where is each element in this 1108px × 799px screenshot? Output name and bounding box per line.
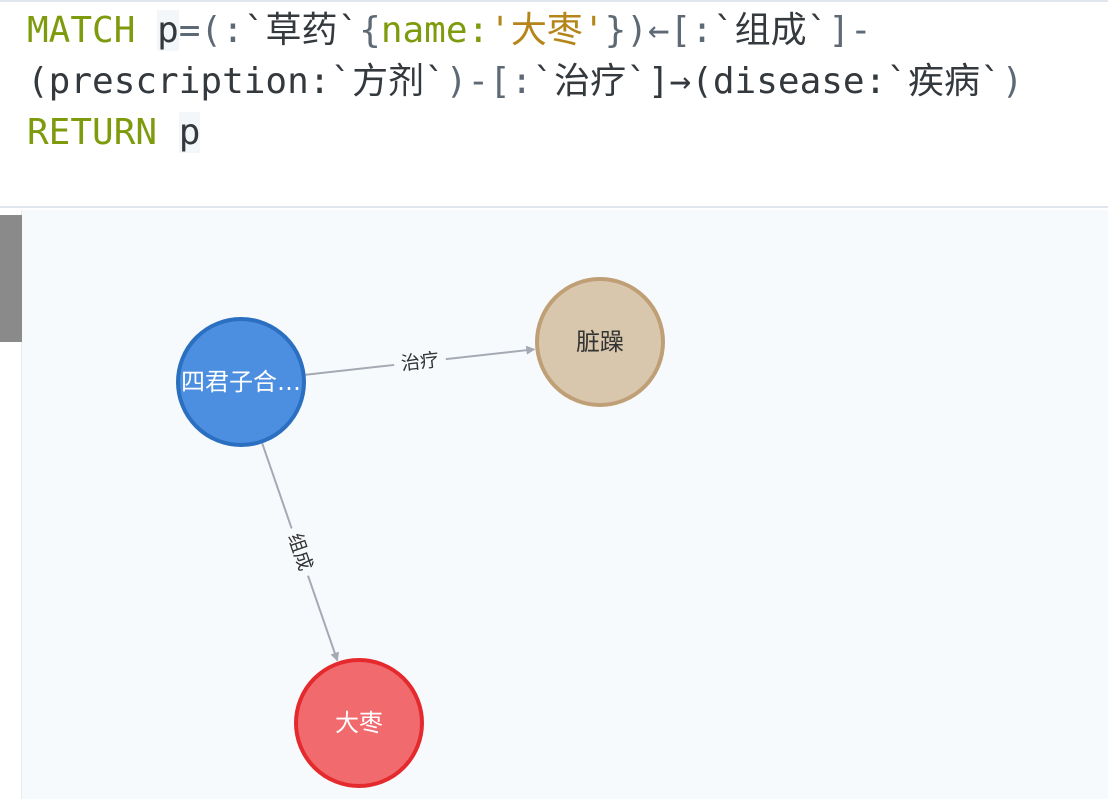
query-line-1: MATCH p=(:`草药`{name:'大枣'})←[:`组成`]- [27,6,872,56]
node-caption: 大枣 [335,709,383,737]
query-line-2: (prescription:`方剂`)-[:`治疗`]→(disease:`疾病… [27,57,1023,107]
punctuation: )-[: [445,61,533,102]
relationship-compose[interactable]: 组成 [261,443,340,662]
path-variable: p [157,10,179,51]
relationship-arrow[interactable] [445,345,536,361]
query-editor[interactable]: MATCH p=(:`草药`{name:'大枣'})←[:`组成`]- (pre… [0,0,1108,208]
node-caption: 四君子合… [181,368,301,396]
relationship-line[interactable] [261,443,293,529]
node-prescription[interactable]: 四君子合… [176,317,306,447]
property-key: name: [380,10,490,51]
punctuation: { [359,10,381,51]
rel-type-compose: `组成` [712,10,829,51]
relationship-treat[interactable]: 治疗 [305,345,536,376]
node-circle[interactable] [294,658,424,788]
punctuation: ]- [828,10,872,51]
relationship-arrow[interactable] [307,575,340,662]
label-disease: `疾病` [886,61,1002,102]
viz-scrollbar-track[interactable] [0,210,22,799]
prescription-variable: (prescription: [27,61,331,102]
keyword-return: RETURN [27,112,158,153]
label-prescription: `方剂` [330,61,446,102]
node-disease[interactable]: 脏躁 [535,277,665,407]
relationship-type-label: 治疗 [400,349,440,375]
punctuation: )←[: [626,10,713,51]
node-circle[interactable] [176,317,306,447]
node-herb[interactable]: 大枣 [294,658,424,788]
node-caption: 脏躁 [576,328,624,356]
disease-variable: ]→(disease: [647,61,887,102]
rel-type-treat: `治疗` [532,61,648,102]
node-circle[interactable] [535,277,665,407]
return-variable: p [178,112,201,153]
punctuation: ) [1001,61,1024,102]
punctuation: =(: [178,10,244,51]
query-line-3: RETURN p [27,108,201,158]
property-value: '大枣' [489,10,605,51]
label-herb: `草药` [243,10,360,51]
viz-scrollbar-thumb[interactable] [0,215,22,342]
relationship-line[interactable] [305,363,395,376]
relationship-type-label: 组成 [283,530,316,573]
keyword-match: MATCH [27,10,136,51]
punctuation: } [604,10,627,51]
graph-visualization[interactable]: 治疗组成 四君子合… 脏躁大枣 [0,210,1108,799]
